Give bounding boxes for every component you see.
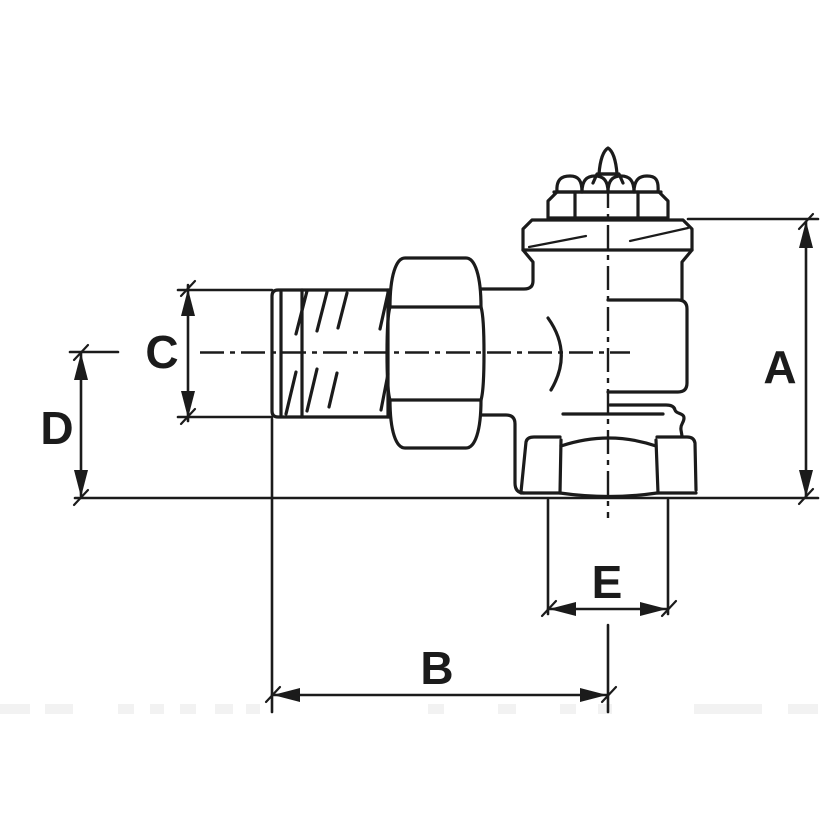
arrowhead-left (273, 688, 300, 702)
arrowhead-right (580, 688, 607, 702)
valve-body (479, 248, 694, 495)
dim-label-d: D (40, 402, 73, 454)
spindle-tip (591, 146, 625, 185)
bonnet-hex (546, 190, 670, 220)
arrowhead-left (549, 602, 576, 616)
dimension-e: E (540, 498, 678, 618)
dimension-a: A (686, 212, 820, 506)
dimension-d: D (40, 343, 120, 507)
dim-label-e: E (592, 556, 623, 608)
machining-mark (527, 234, 588, 249)
dim-label-c: C (145, 326, 178, 378)
watermark-artifact-band (0, 704, 818, 714)
machining-mark (628, 226, 690, 243)
centerlines (200, 184, 630, 518)
arrowhead-down (74, 470, 88, 497)
dimension-c: C (145, 279, 274, 426)
arrowhead-down (181, 391, 195, 418)
arrowhead-up (799, 221, 813, 248)
valve-insert (606, 298, 689, 394)
flow-arc (546, 316, 563, 392)
bottom-hex-nut (519, 435, 698, 499)
arrowhead-down (799, 470, 813, 497)
arrowhead-right (640, 602, 667, 616)
union-nut (385, 256, 486, 450)
dim-label-b: B (420, 642, 453, 694)
arrowhead-up (74, 353, 88, 380)
dim-label-a: A (763, 341, 796, 393)
crown-knob (552, 174, 663, 194)
arrowhead-up (181, 289, 195, 316)
dimension-b: B (264, 417, 618, 714)
